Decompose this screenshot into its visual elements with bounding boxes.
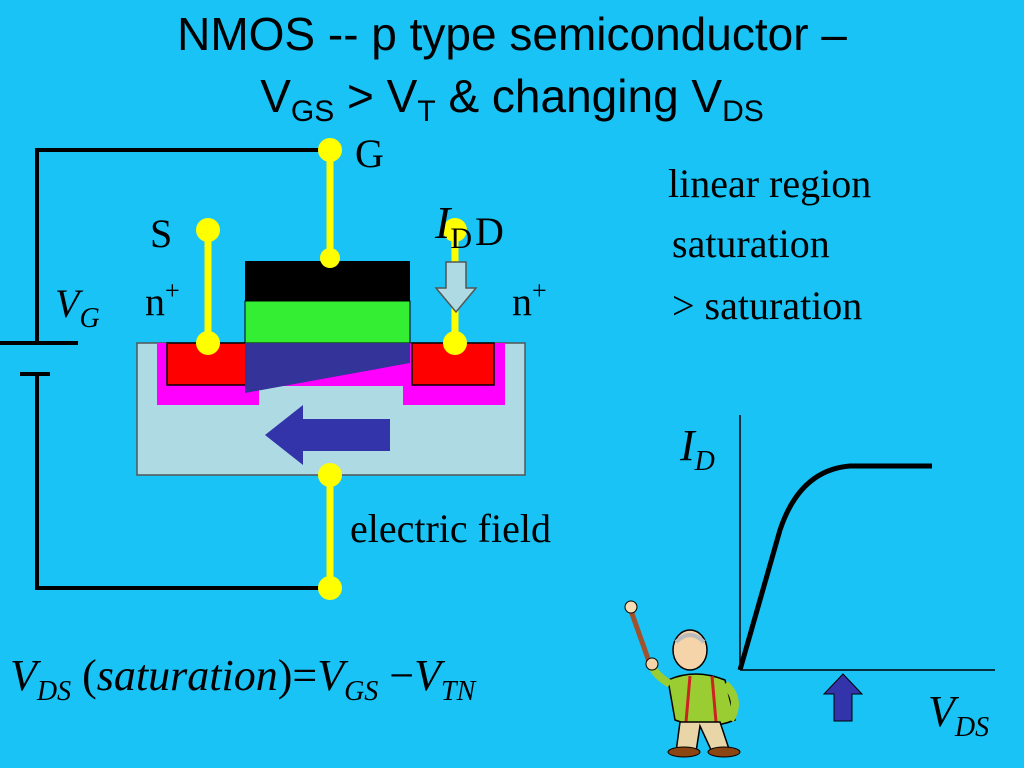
- drain-doping-n: n: [512, 279, 532, 324]
- source-doping-n: n: [145, 279, 165, 324]
- source-doping-label: n+: [145, 278, 180, 325]
- drain-doping-label: n+: [512, 278, 547, 325]
- title-sub-t: T: [417, 95, 436, 128]
- graph-x-label: VDS: [928, 686, 989, 742]
- graph-y-i: I: [680, 421, 695, 470]
- body-terminal: [318, 576, 342, 600]
- title-v: V: [260, 70, 291, 122]
- professor-figure: [624, 600, 741, 758]
- legend-beyond-saturation: > saturation: [672, 283, 863, 328]
- source-doping-plus: +: [165, 276, 180, 305]
- title-changing: & changing V: [435, 70, 723, 122]
- eq-saturation: saturation: [96, 651, 278, 700]
- vg-sub: G: [79, 303, 100, 334]
- operating-point-arrow: [822, 673, 864, 722]
- electric-field-arrow: [265, 405, 390, 465]
- gate-oxide: [244, 300, 411, 344]
- body-wire: [35, 374, 330, 590]
- title-sub-gs: GS: [290, 95, 335, 128]
- source-label: S: [150, 211, 173, 256]
- source-terminal: [196, 218, 220, 242]
- vg-v: V: [55, 281, 80, 326]
- drain-label: D: [475, 209, 504, 254]
- title-sub-ds: DS: [722, 95, 764, 128]
- gate-terminal: [318, 138, 342, 162]
- eq-lhs-v: V: [10, 651, 37, 700]
- graph-y-sub: D: [694, 446, 715, 477]
- gate-label: G: [355, 131, 384, 176]
- drain-current-arrow: [434, 261, 478, 314]
- eq-rhs2-sub: TN: [441, 676, 476, 707]
- eq-paren-open: (: [82, 651, 97, 700]
- gate-wire: [35, 148, 330, 342]
- iv-curve: [737, 463, 932, 671]
- slide-title-line2: VGS > VT & changing VDS: [0, 70, 1024, 127]
- saturation-equation: VDS (saturation)=VGS −VTN: [10, 650, 475, 706]
- electric-field-label: electric field: [350, 506, 551, 551]
- id-sub: D: [450, 222, 472, 255]
- legend-saturation: saturation: [672, 221, 830, 266]
- gate-contact: [320, 248, 340, 268]
- eq-rhs2-v: V: [414, 651, 442, 700]
- body-contact: [318, 463, 342, 487]
- eq-equals: =: [292, 651, 318, 700]
- gate-voltage-label: VG: [55, 280, 100, 333]
- legend-linear-region: linear region: [668, 161, 872, 206]
- id-i: I: [435, 197, 451, 248]
- source-contact: [196, 331, 220, 355]
- eq-lhs-sub: DS: [36, 676, 72, 707]
- drain-contact: [443, 331, 467, 355]
- eq-rhs1-sub: GS: [344, 676, 379, 707]
- drain-doping-plus: +: [532, 276, 547, 305]
- drain-current-label: ID: [435, 196, 472, 254]
- eq-paren-close: ): [277, 651, 293, 700]
- graph-y-label: ID: [680, 420, 715, 476]
- title-gt-v: > V: [334, 70, 418, 122]
- eq-minus: −: [389, 651, 415, 700]
- graph-x-sub: DS: [954, 712, 990, 743]
- drain-terminal: [443, 218, 467, 242]
- inversion-channel: [245, 343, 410, 393]
- eq-rhs1-v: V: [317, 651, 345, 700]
- graph-x-v: V: [928, 687, 955, 736]
- slide-title-line1: NMOS -- p type semiconductor –: [177, 8, 847, 60]
